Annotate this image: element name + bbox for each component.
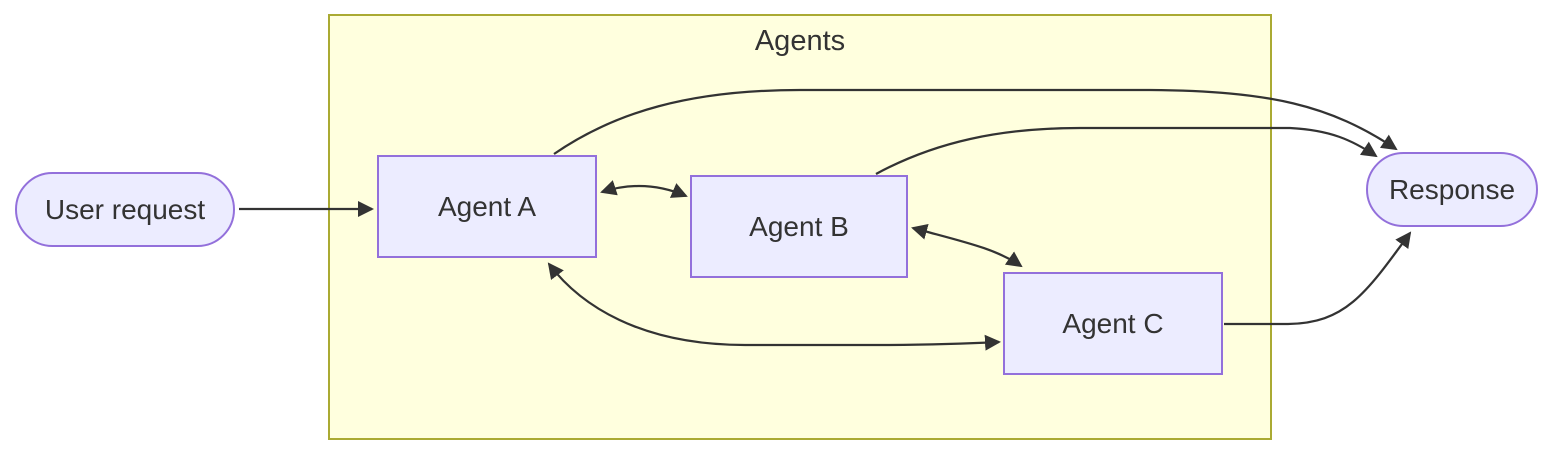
node-agent-a-label: Agent A: [437, 190, 537, 222]
agents-cluster-label: Agents: [754, 25, 846, 57]
node-agent-a: Agent A: [377, 155, 597, 258]
edge-agent-a-to-response: [553, 88, 1398, 155]
node-response: Response: [1366, 152, 1538, 227]
node-response-label: Response: [1388, 173, 1516, 205]
edge-agent-b-agent-c-bidirectional: [911, 224, 1023, 268]
node-agent-b-label: Agent B: [749, 210, 849, 242]
node-agent-c: Agent C: [1003, 272, 1223, 375]
edge-agent-b-to-response: [875, 126, 1378, 175]
node-user-request: User request: [15, 172, 235, 247]
edge-agent-a-agent-c-bidirectional: [547, 262, 1001, 351]
node-agent-c-label: Agent C: [1062, 307, 1164, 339]
node-agent-b: Agent B: [690, 175, 908, 278]
edge-agent-c-to-response: [1224, 231, 1412, 326]
edge-agent-a-agent-b-bidirectional: [600, 180, 688, 198]
node-user-request-label: User request: [44, 193, 206, 225]
